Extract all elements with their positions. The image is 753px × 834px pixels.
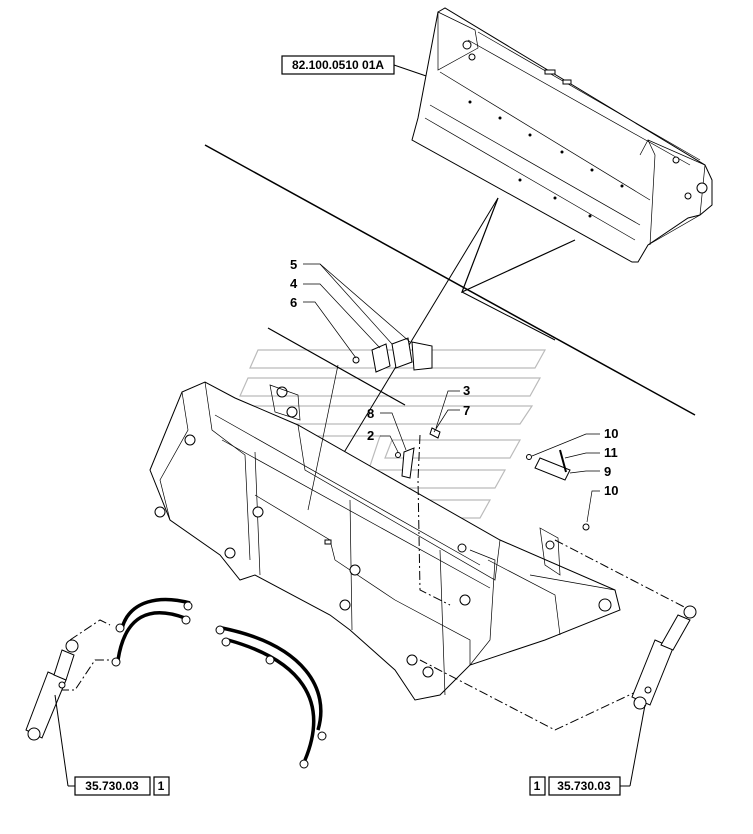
callout-10-upper[interactable]: 10	[604, 426, 618, 441]
wear-pads	[352, 337, 433, 373]
hydraulic-hoses	[111, 597, 327, 769]
bucket-reference-code: 82.100.0510 01A	[292, 58, 384, 72]
cylinder-right-reference[interactable]: 1 35.730.03	[529, 776, 621, 796]
part-10-clip-upper	[526, 454, 532, 460]
callout-9[interactable]: 9	[604, 464, 611, 479]
part-2-bolt	[395, 452, 401, 458]
cylinder-left-drawing	[25, 639, 79, 741]
callout-10-lower[interactable]: 10	[604, 483, 618, 498]
part-9-pin	[534, 457, 571, 481]
cylinder-left-reference[interactable]: 35.730.03 1	[74, 776, 170, 796]
callout-5[interactable]: 5	[290, 257, 297, 272]
cylinder-right-code: 35.730.03	[557, 779, 611, 793]
callout-8[interactable]: 8	[367, 406, 374, 421]
callout-3[interactable]: 3	[463, 383, 470, 398]
callout-11[interactable]: 11	[604, 445, 618, 460]
part-8-plate	[401, 447, 415, 479]
cylinder-left-code: 35.730.03	[85, 779, 139, 793]
dashed-connections	[60, 434, 691, 731]
callout-7[interactable]: 7	[463, 403, 470, 418]
cylinder-left-qty: 1	[158, 779, 165, 793]
bucket-main-drawing	[149, 381, 621, 701]
callout-6[interactable]: 6	[290, 295, 297, 310]
bucket-reference[interactable]: 82.100.0510 01A	[281, 55, 395, 75]
bucket-top-drawing	[411, 7, 713, 263]
part-3-pin	[429, 427, 441, 439]
callout-leaders	[303, 263, 600, 523]
callout-4[interactable]: 4	[290, 276, 298, 291]
part-10-clip-lower	[582, 523, 590, 531]
cylinder-right-drawing	[631, 605, 697, 710]
cylinder-right-qty: 1	[534, 779, 541, 793]
callout-2[interactable]: 2	[367, 428, 374, 443]
